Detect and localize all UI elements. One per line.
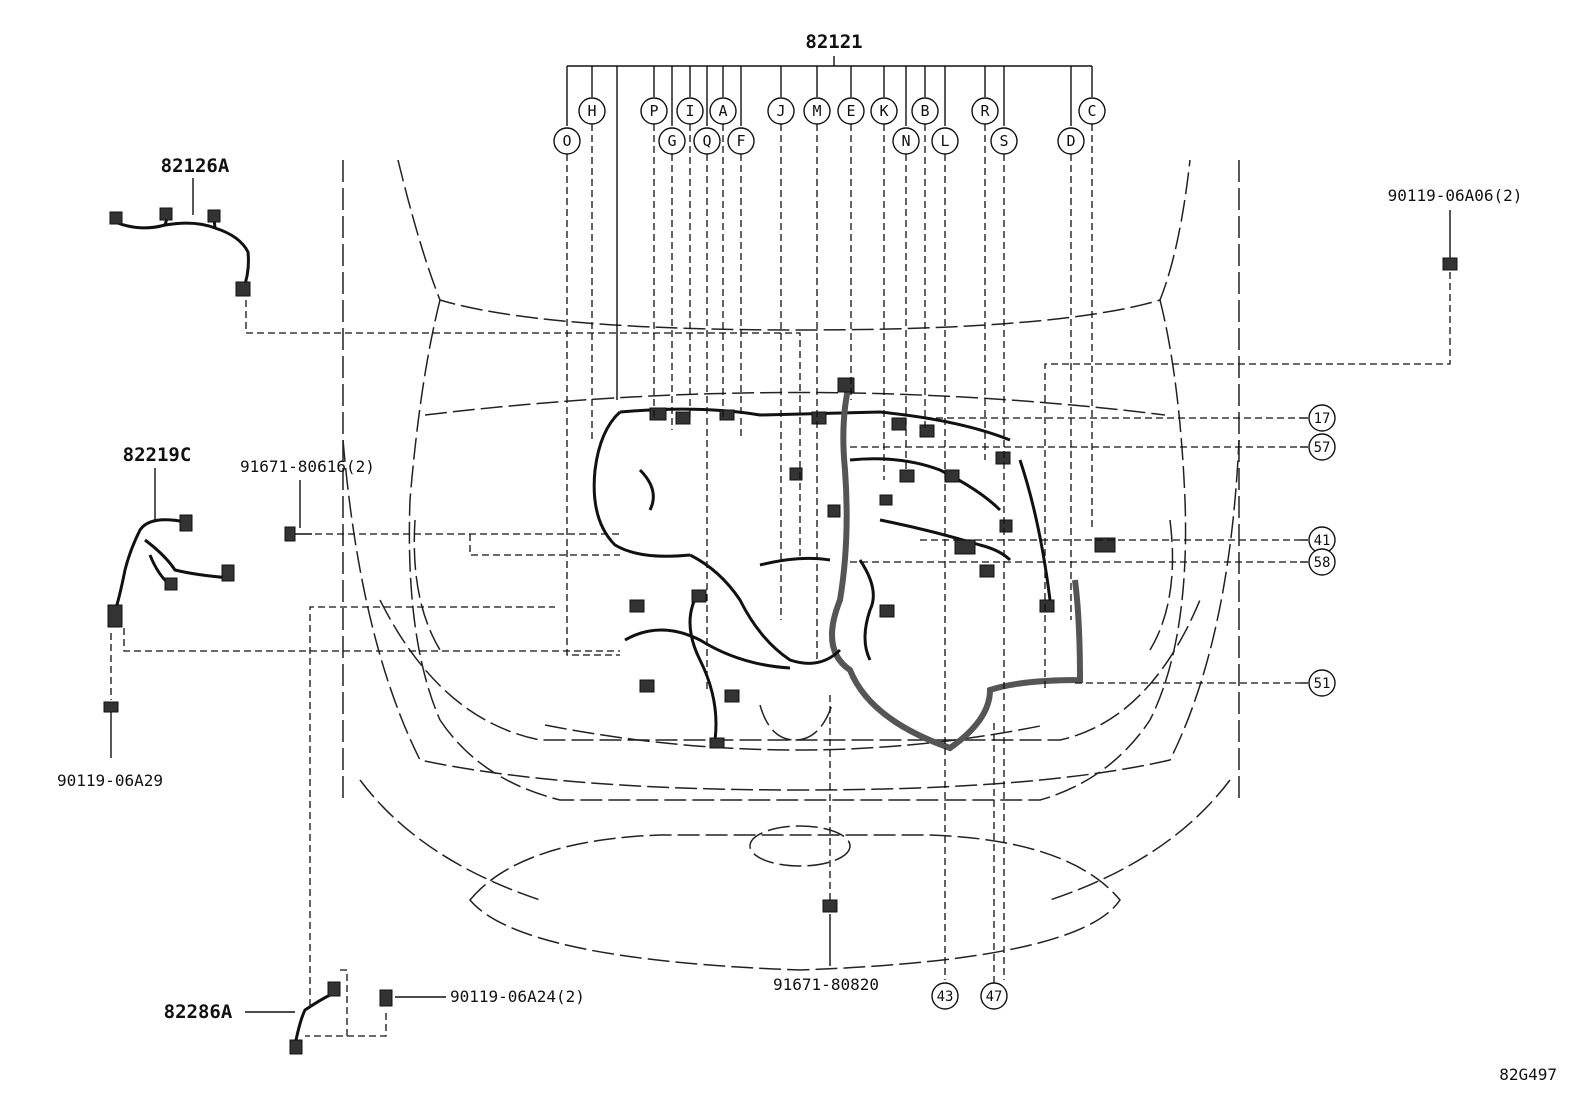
bolt-91671-80820: 91671-80820 [773, 695, 879, 994]
connector-label-d: D [1066, 132, 1075, 150]
sub-harness-82286a: 82286A 90119-06A24(2) [164, 606, 585, 1055]
callouts-bottom: 43 47 [931, 720, 1008, 1010]
connector-label-l: L [940, 132, 949, 150]
callout-51: 51 [1314, 676, 1331, 692]
connector-label-e: E [846, 102, 855, 120]
connector-label-o: O [562, 132, 571, 150]
vehicle-body-outline [342, 159, 1240, 971]
main-harness-body [592, 377, 1116, 752]
bolt-icon [1442, 257, 1458, 271]
connector-label-h: H [587, 102, 596, 120]
callouts-right: 17 57 41 58 51 [850, 404, 1336, 697]
connector-label-c: C [1087, 102, 1096, 120]
part-number-82219c: 82219C [123, 444, 192, 466]
connector-label-j: J [776, 102, 785, 120]
connector-label-n: N [901, 132, 910, 150]
part-number-90119-06a24: 90119-06A24(2) [450, 987, 585, 1006]
connector-labels-bottom: O G Q F N L S D [553, 127, 1085, 155]
part-number-91671-80616: 91671-80616(2) [240, 457, 375, 476]
connector-label-p: P [649, 102, 658, 120]
connector-leaders [566, 124, 1093, 980]
connector-label-g: G [667, 132, 676, 150]
bolt-91671-80616: 91671-80616(2) [240, 457, 620, 556]
connector-label-r: R [980, 102, 990, 120]
callout-57: 57 [1314, 440, 1331, 456]
connector-label-a: A [718, 102, 727, 120]
connector-label-b: B [920, 102, 929, 120]
connector-label-i: I [685, 102, 694, 120]
callout-47: 47 [986, 989, 1003, 1005]
connector-label-f: F [736, 132, 745, 150]
sub-harness-82219c: 82219C [107, 444, 620, 652]
callout-43: 43 [937, 989, 954, 1005]
bolt-90119-06a29: 90119-06A29 [57, 633, 163, 790]
callout-41: 41 [1314, 533, 1331, 549]
bolt-90119-06a06: 90119-06A06(2) [1044, 186, 1523, 690]
part-number-82286a: 82286A [164, 1001, 233, 1023]
connector-label-m: M [812, 102, 821, 120]
callout-58: 58 [1314, 555, 1331, 571]
bolt-icon [822, 899, 838, 913]
part-number-82126a: 82126A [161, 155, 230, 177]
sub-harness-82126a: 82126A [109, 155, 801, 560]
part-number-90119-06a06: 90119-06A06(2) [1388, 186, 1523, 205]
connector-labels-top: H P I A J M E K B R C [578, 97, 1106, 125]
bolt-icon [284, 526, 296, 542]
diagram-code: 82G497 [1499, 1065, 1557, 1084]
connector-label-s: S [999, 132, 1008, 150]
callout-17: 17 [1314, 411, 1331, 427]
part-number-90119-06a29: 90119-06A29 [57, 771, 163, 790]
bolt-icon [103, 701, 119, 713]
main-harness-part-number: 82121 [805, 31, 862, 53]
part-number-91671-80820: 91671-80820 [773, 975, 879, 994]
connector-label-q: Q [702, 132, 711, 150]
connector-letter-bracket [566, 56, 1093, 400]
connector-label-k: K [879, 102, 888, 120]
bolt-icon [379, 989, 393, 1007]
